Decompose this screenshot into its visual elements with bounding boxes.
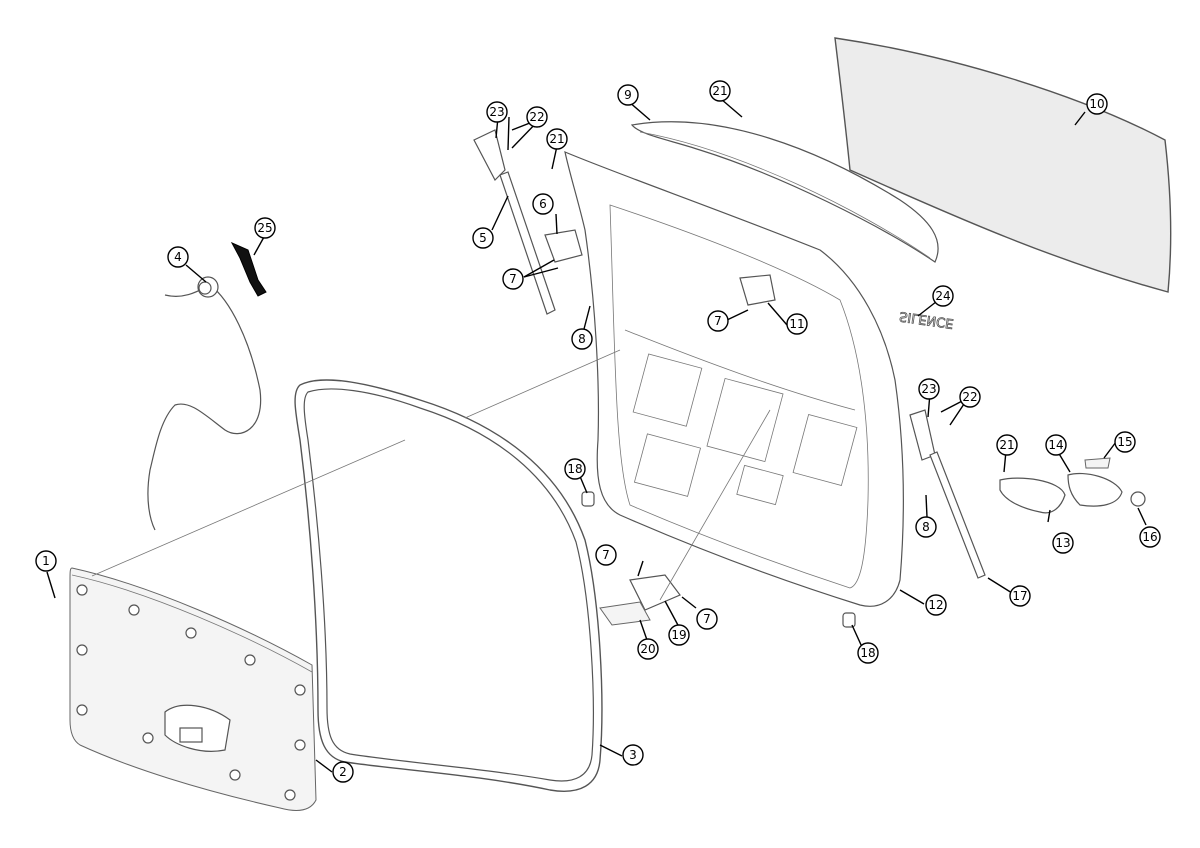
svg-text:21: 21 — [712, 84, 727, 98]
svg-text:22: 22 — [529, 110, 544, 124]
callout-3: 3 — [622, 744, 644, 766]
leader-lines — [46, 98, 1147, 773]
callout-7: 7 — [595, 544, 617, 566]
drain-tube — [230, 241, 267, 297]
hinge-left — [544, 229, 583, 263]
callout-24: 24 — [932, 285, 954, 307]
latch — [629, 574, 681, 611]
callout-4: 4 — [167, 246, 189, 268]
svg-text:7: 7 — [602, 548, 610, 562]
svg-text:14: 14 — [1048, 438, 1063, 452]
svg-text:2: 2 — [339, 765, 347, 779]
callout-23: 23 — [486, 101, 508, 123]
svg-text:1: 1 — [42, 554, 50, 568]
svg-text:23: 23 — [921, 382, 936, 396]
svg-text:25: 25 — [257, 221, 272, 235]
callout-9: 9 — [617, 84, 639, 106]
svg-text:17: 17 — [1012, 589, 1027, 603]
button-pad — [1084, 457, 1111, 469]
wiring-harness — [147, 284, 262, 531]
callout-14: 14 — [1045, 434, 1067, 456]
svg-text:8: 8 — [922, 520, 930, 534]
bumper-right — [842, 612, 856, 628]
callout-2: 2 — [332, 761, 354, 783]
callout-6: 6 — [532, 193, 554, 215]
callout-15: 15 — [1114, 431, 1136, 453]
callout-5: 5 — [472, 227, 494, 249]
rear-glass — [834, 37, 1172, 293]
callout-11: 11 — [786, 313, 808, 335]
gas-strut-right — [909, 409, 936, 461]
callout-16: 16 — [1139, 526, 1161, 548]
callout-12: 12 — [925, 594, 947, 616]
svg-text:22: 22 — [962, 390, 977, 404]
svg-text:13: 13 — [1055, 536, 1070, 550]
callout-18: 18 — [857, 642, 879, 664]
svg-text:10: 10 — [1089, 97, 1104, 111]
svg-text:11: 11 — [789, 317, 804, 331]
svg-text:15: 15 — [1117, 435, 1132, 449]
handle-plug — [1130, 491, 1146, 507]
gas-strut-left — [473, 129, 506, 182]
svg-text:24: 24 — [935, 289, 950, 303]
callout-1: 1 — [35, 550, 57, 572]
svg-text:7: 7 — [703, 612, 711, 626]
svg-text:6: 6 — [539, 197, 547, 211]
svg-text:3: 3 — [629, 748, 637, 762]
callout-8: 8 — [915, 516, 937, 538]
callout-22: 22 — [959, 386, 981, 408]
svg-text:7: 7 — [714, 314, 722, 328]
callout-21: 21 — [709, 80, 731, 102]
svg-text:16: 16 — [1142, 530, 1157, 544]
emblem: SILENCE — [898, 308, 954, 330]
callout-25: 25 — [254, 217, 276, 239]
bumper-left — [581, 491, 595, 507]
callout-20: 20 — [637, 638, 659, 660]
svg-text:5: 5 — [479, 231, 487, 245]
svg-text:8: 8 — [578, 332, 586, 346]
callout-23: 23 — [918, 378, 940, 400]
hinge-right — [739, 274, 776, 306]
handle-cover — [999, 477, 1066, 514]
callout-10: 10 — [1086, 93, 1108, 115]
callout-13: 13 — [1052, 532, 1074, 554]
svg-text:21: 21 — [999, 438, 1014, 452]
callout-7: 7 — [502, 268, 524, 290]
svg-text:7: 7 — [509, 272, 517, 286]
svg-text:23: 23 — [489, 105, 504, 119]
svg-text:21: 21 — [549, 132, 564, 146]
callout-7: 7 — [707, 310, 729, 332]
callout-22: 22 — [526, 106, 548, 128]
callout-21: 21 — [546, 128, 568, 150]
svg-text:18: 18 — [860, 646, 875, 660]
svg-text:4: 4 — [174, 250, 182, 264]
callout-18: 18 — [564, 458, 586, 480]
liftgate-panel — [564, 151, 904, 607]
spoiler — [630, 121, 939, 263]
svg-text:9: 9 — [624, 88, 632, 102]
svg-text:20: 20 — [640, 642, 655, 656]
weatherstrip — [294, 379, 603, 792]
callout-8: 8 — [571, 328, 593, 350]
svg-text:19: 19 — [671, 628, 686, 642]
callout-17: 17 — [1009, 585, 1031, 607]
callout-7: 7 — [696, 608, 718, 630]
trim-panel — [69, 567, 317, 811]
callout-19: 19 — [668, 624, 690, 646]
handle-switch — [1067, 472, 1123, 507]
svg-text:18: 18 — [567, 462, 582, 476]
striker-cover — [599, 601, 651, 626]
svg-text:12: 12 — [928, 598, 943, 612]
callout-21: 21 — [996, 434, 1018, 456]
